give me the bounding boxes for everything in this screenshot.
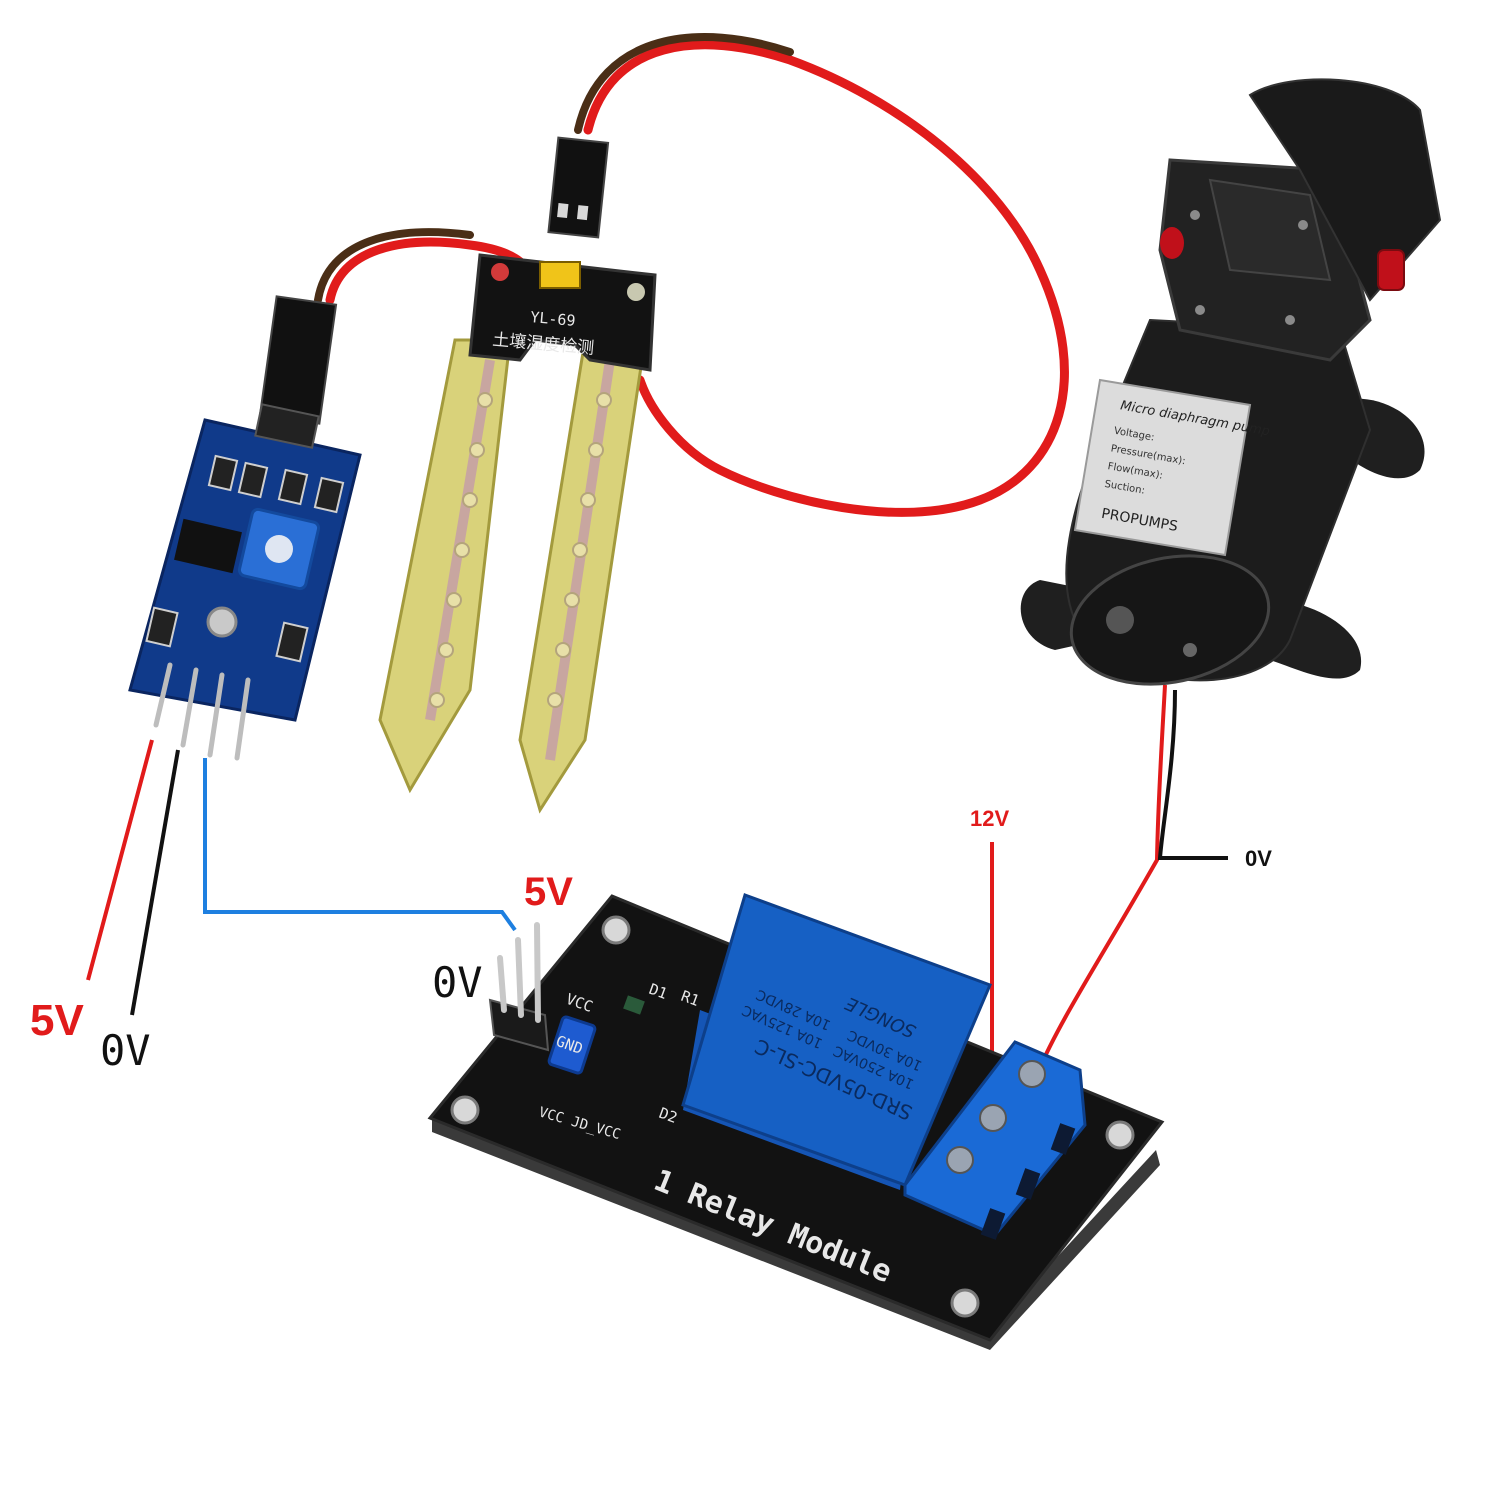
pump-black-wire — [1157, 689, 1228, 860]
sensor-header-pins — [153, 662, 251, 761]
relay-terminal-openings — [980, 1123, 1076, 1240]
sensor-0v-black-wire — [130, 749, 180, 1016]
pump-head-recess — [1208, 178, 1332, 282]
pump-end-cap-screw — [1183, 643, 1197, 657]
sensor-0v-label: 0V — [100, 1026, 151, 1075]
sensor-comparator-chip — [174, 518, 242, 574]
sensor-module-plug — [258, 295, 338, 425]
signal-blue-wire — [203, 758, 517, 932]
relay-module: VCC GND VCC JD_VCC D1 R1 D2 SRD-05VDC-SL… — [427, 893, 1165, 1350]
sensor-module-plug-tip — [254, 403, 320, 449]
relay-led — [623, 995, 645, 1015]
relay-silk-d2: D2 — [657, 1104, 680, 1127]
supply-12v-label: 12V — [970, 806, 1009, 831]
probe-header-pin-left — [557, 203, 569, 219]
sensor-mount-hole — [206, 606, 238, 638]
pump-red-wire — [1036, 684, 1167, 1073]
probe-pads — [429, 392, 612, 708]
sensor-5v-red-wire — [86, 739, 154, 981]
probe-prong-left — [378, 338, 512, 794]
pump-head-screws — [1190, 210, 1308, 325]
relay-0v-label: 0V — [432, 958, 483, 1007]
pump-label — [1073, 378, 1252, 557]
probe-header-pin-right — [576, 205, 589, 221]
probe-to-pump-cable — [574, 33, 1069, 517]
soil-moisture-probe: YL-69 土壤湿度检测 — [378, 136, 657, 814]
pump-end-cap-hole — [1106, 606, 1134, 634]
pump-valve-right — [1377, 249, 1405, 291]
probe-trace-right — [545, 359, 615, 761]
pump-end-cap — [1069, 554, 1271, 686]
relay-vcc-jumper — [547, 1015, 597, 1075]
probe-cable-red-wire — [583, 40, 1069, 517]
relay-5v-label: 5V — [524, 870, 573, 914]
relay-mount-holes — [450, 915, 1135, 1318]
probe-model-text: YL-69 — [530, 308, 577, 330]
probe-header-plug — [547, 136, 610, 239]
probe-trace-left — [425, 359, 495, 721]
diaphragm-pump: Micro diaphragm pump Voltage: Pressure(m… — [1020, 78, 1442, 1073]
sensor-module — [128, 295, 362, 761]
relay-silk-r1: R1 — [679, 987, 702, 1010]
relay-terminal-screws — [946, 1060, 1046, 1174]
module-cable-brown-wire — [314, 228, 474, 304]
probe-mount-hole-left — [491, 263, 509, 281]
probe-cable-brown-wire — [574, 33, 794, 134]
probe-mount-hole-right — [627, 283, 645, 301]
probe-head — [468, 253, 657, 372]
sensor-5v-label: 5V — [30, 996, 84, 1045]
relay-silk-d1: D1 — [647, 980, 670, 1003]
pump-valve-left — [1160, 227, 1184, 259]
pump-0v-label: 0V — [1245, 846, 1272, 871]
probe-jumper-connector — [539, 261, 581, 289]
relay-header-pins — [497, 922, 541, 1023]
sensor-smd-parts — [145, 454, 345, 663]
sensor-potentiometer-knob — [265, 535, 293, 563]
pump-top-housing — [1248, 78, 1442, 302]
